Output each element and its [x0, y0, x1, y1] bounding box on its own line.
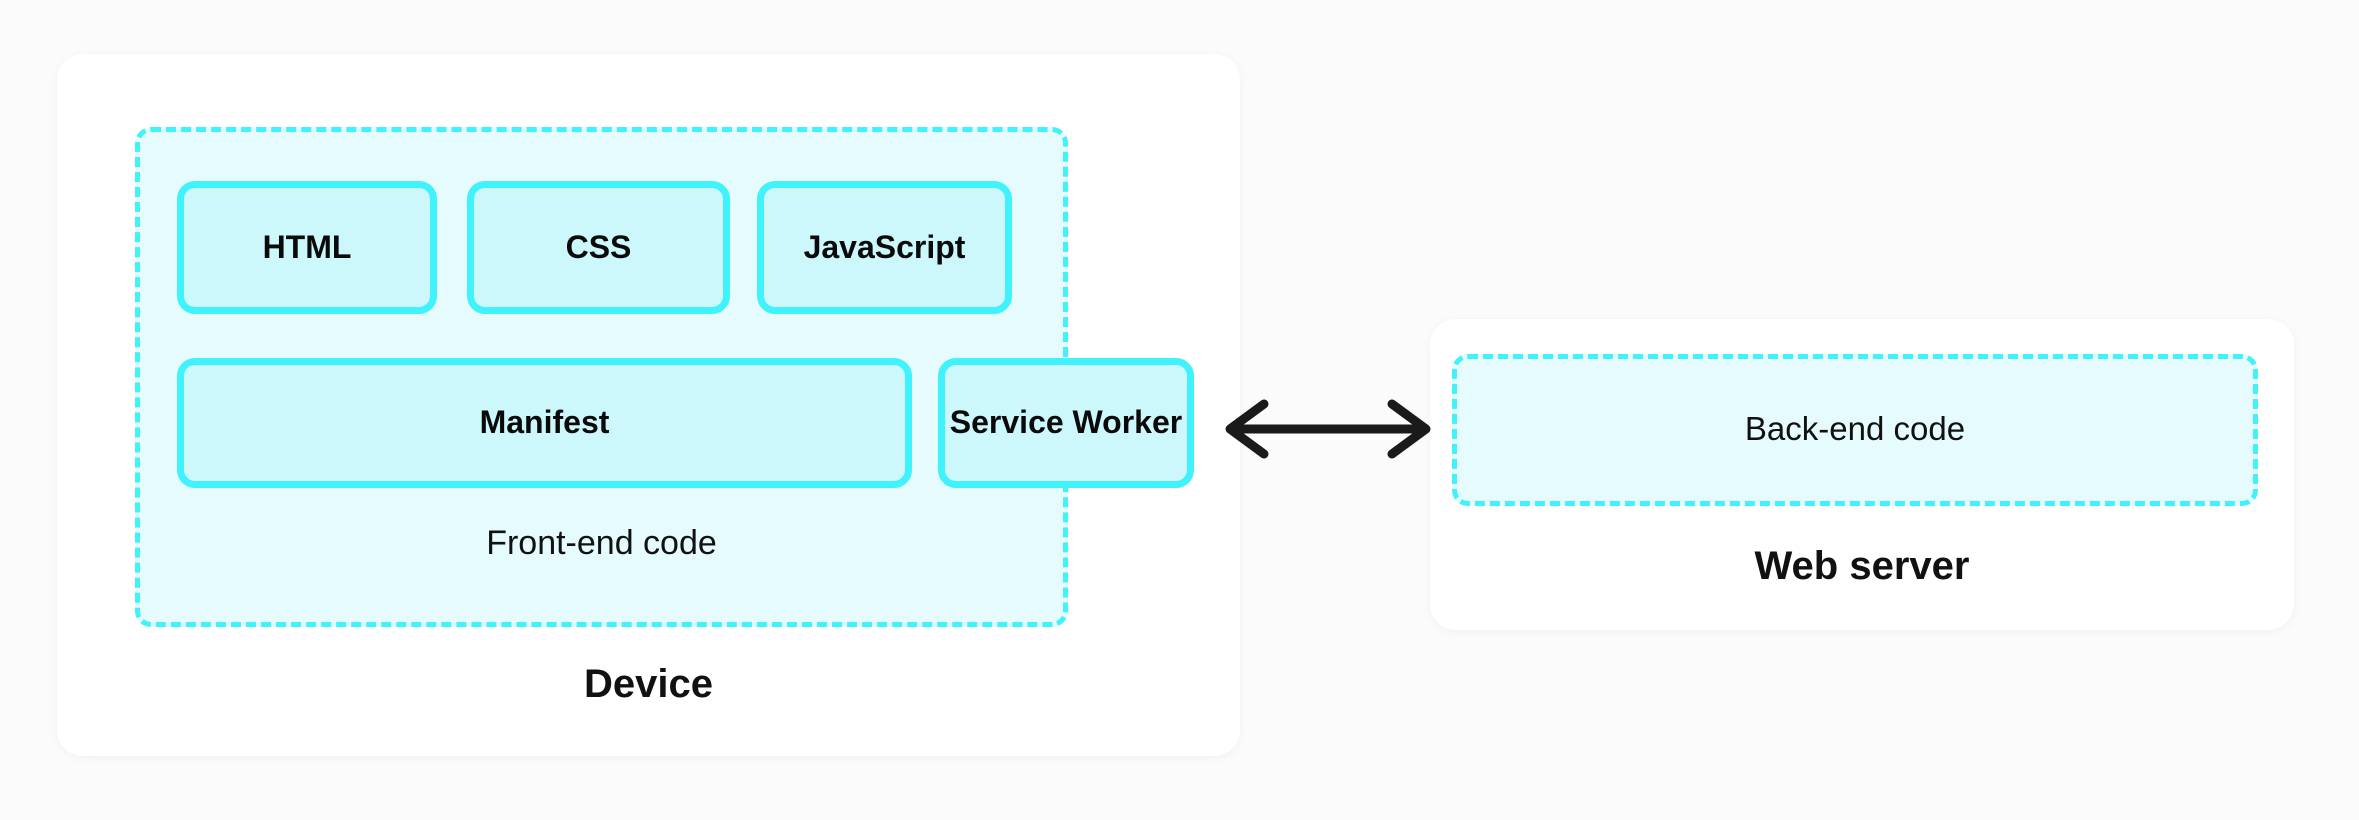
back-end-code-box: [1452, 354, 2258, 506]
chip-service-worker[interactable]: Service Worker: [938, 358, 1194, 488]
chip-javascript-label: JavaScript: [803, 228, 966, 265]
back-end-code-label: Back-end code: [1744, 410, 1966, 447]
double-headed-arrow-icon: [1225, 399, 1431, 459]
chip-service-worker-label: Service Worker: [949, 404, 1183, 441]
web-server-caption: Web server: [1754, 544, 1970, 588]
chip-css[interactable]: CSS: [467, 181, 730, 314]
chip-javascript[interactable]: JavaScript: [757, 181, 1012, 314]
device-caption: Device: [584, 662, 713, 706]
front-end-code-caption: Front-end code: [486, 524, 717, 562]
chip-html-label: HTML: [262, 228, 352, 265]
chip-manifest-label: Manifest: [479, 404, 610, 441]
chip-manifest[interactable]: Manifest: [177, 358, 912, 488]
chip-css-label: CSS: [565, 228, 632, 265]
chip-html[interactable]: HTML: [177, 181, 437, 314]
